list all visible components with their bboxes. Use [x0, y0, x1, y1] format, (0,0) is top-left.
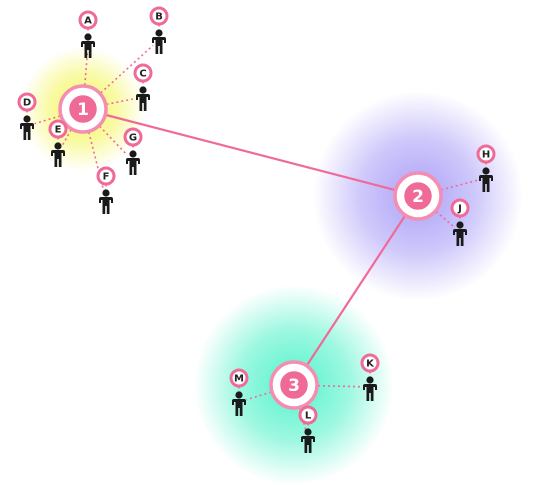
person-link-b [100, 44, 154, 94]
hub-label: 1 [77, 100, 89, 120]
person-j[interactable]: J [450, 198, 470, 246]
person-h[interactable]: H [476, 144, 496, 192]
person-label: J [457, 204, 462, 215]
label-pin-icon [476, 144, 496, 165]
person-k[interactable]: K [360, 353, 380, 401]
person-icon [51, 142, 65, 167]
hub-core [401, 179, 435, 213]
person-icon [152, 29, 166, 54]
person-label: F [103, 172, 110, 183]
hub-label: 2 [412, 187, 424, 207]
hub-links [82, 107, 419, 386]
person-icon [363, 376, 377, 401]
person-a[interactable]: A [78, 10, 98, 58]
label-pin-icon [229, 368, 249, 389]
label-pin-icon [78, 10, 98, 31]
person-link-k [317, 384, 363, 388]
person-icon [99, 189, 113, 214]
person-icon [136, 86, 150, 111]
person-link-j [435, 211, 455, 228]
label-pin-icon [298, 405, 318, 426]
person-label: K [366, 359, 375, 370]
label-pin-icon [17, 92, 37, 113]
person-icon [20, 115, 34, 140]
person-icon [81, 33, 95, 58]
hub-1[interactable]: 1 [58, 84, 108, 134]
label-pin-icon [123, 127, 143, 148]
hub-core [277, 368, 311, 402]
person-icon [232, 391, 246, 416]
person-label: B [155, 12, 163, 23]
person-icon [126, 150, 140, 175]
person-link-a [84, 51, 89, 86]
person-e[interactable]: E [48, 119, 68, 167]
label-pin-icon [149, 6, 169, 27]
person-l[interactable]: L [298, 405, 318, 453]
person-label: C [139, 69, 146, 80]
person-label: D [23, 98, 31, 109]
person-icon [453, 221, 467, 246]
people: A B C D E F G H J K L M [17, 6, 496, 453]
hub-label: 3 [288, 376, 300, 396]
hub-link-1-2 [82, 107, 419, 198]
label-pin-icon [133, 63, 153, 84]
person-link-g [99, 125, 129, 156]
hub-3[interactable]: 3 [269, 360, 319, 410]
person-link-m [246, 391, 272, 401]
label-pin-icon [96, 166, 116, 187]
hub-2[interactable]: 2 [393, 171, 443, 221]
person-d[interactable]: D [17, 92, 37, 140]
hubs: 1 2 3 [58, 84, 443, 410]
person-label: L [305, 411, 312, 422]
person-m[interactable]: M [229, 368, 249, 416]
person-icon [479, 167, 493, 192]
label-pin-icon [360, 353, 380, 374]
person-label: E [55, 125, 62, 136]
person-link-h [440, 179, 479, 191]
person-label: A [84, 16, 92, 27]
label-pin-icon [48, 119, 68, 140]
person-icon [301, 428, 315, 453]
person-label: H [482, 150, 490, 161]
person-c[interactable]: C [133, 63, 153, 111]
label-pin-icon [450, 198, 470, 219]
person-g[interactable]: G [123, 127, 143, 175]
person-f[interactable]: F [96, 166, 116, 214]
hub-link-2-3 [293, 195, 419, 386]
person-link-e [61, 129, 72, 147]
person-label: G [129, 133, 137, 144]
person-b[interactable]: B [149, 6, 169, 54]
person-label: M [234, 374, 244, 385]
hub-core [66, 92, 100, 126]
